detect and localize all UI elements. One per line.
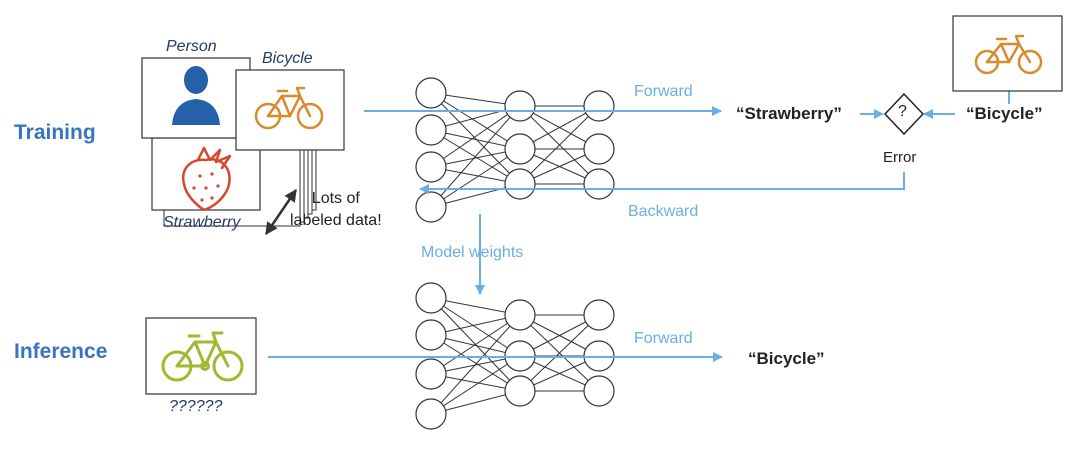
bicycle-icon — [254, 86, 324, 130]
training-backward-label: Backward — [628, 203, 699, 220]
dataset-note: Lots of labeled data! — [290, 188, 382, 232]
bicycle-caption: Bicycle — [262, 50, 313, 67]
dataset-double-arrow — [264, 188, 298, 236]
bicycle-card — [235, 69, 345, 151]
dataset-note-line-1: Lots of — [311, 190, 360, 207]
inference-forward-label: Forward — [634, 330, 693, 347]
ground-truth-image-box — [952, 15, 1063, 92]
strawberry-icon — [181, 146, 232, 212]
strawberry-caption: Strawberry — [163, 214, 241, 231]
ground-truth-label: “Bicycle” — [966, 104, 1043, 123]
inference-section-label: Inference — [14, 340, 108, 363]
person-caption: Person — [166, 38, 217, 55]
training-backward-arrow — [419, 172, 905, 194]
error-label: Error — [883, 149, 917, 166]
training-neural-network — [415, 77, 615, 223]
training-prediction-label: “Strawberry” — [736, 104, 842, 123]
person-icon — [172, 66, 220, 125]
training-forward-label: Forward — [634, 83, 693, 100]
model-weights-label: Model weights — [421, 244, 524, 261]
inference-prediction-label: “Bicycle” — [748, 349, 825, 368]
compare-symbol: ? — [898, 103, 907, 120]
dataset-note-line-2: labeled data! — [290, 212, 382, 229]
inference-neural-network — [415, 282, 615, 430]
ground-truth-bicycle-icon — [974, 34, 1043, 75]
compare-diamond — [883, 92, 925, 136]
inference-bicycle-icon — [161, 331, 244, 382]
inference-image-caption: ?????? — [169, 398, 223, 415]
training-section-label: Training — [14, 121, 96, 144]
